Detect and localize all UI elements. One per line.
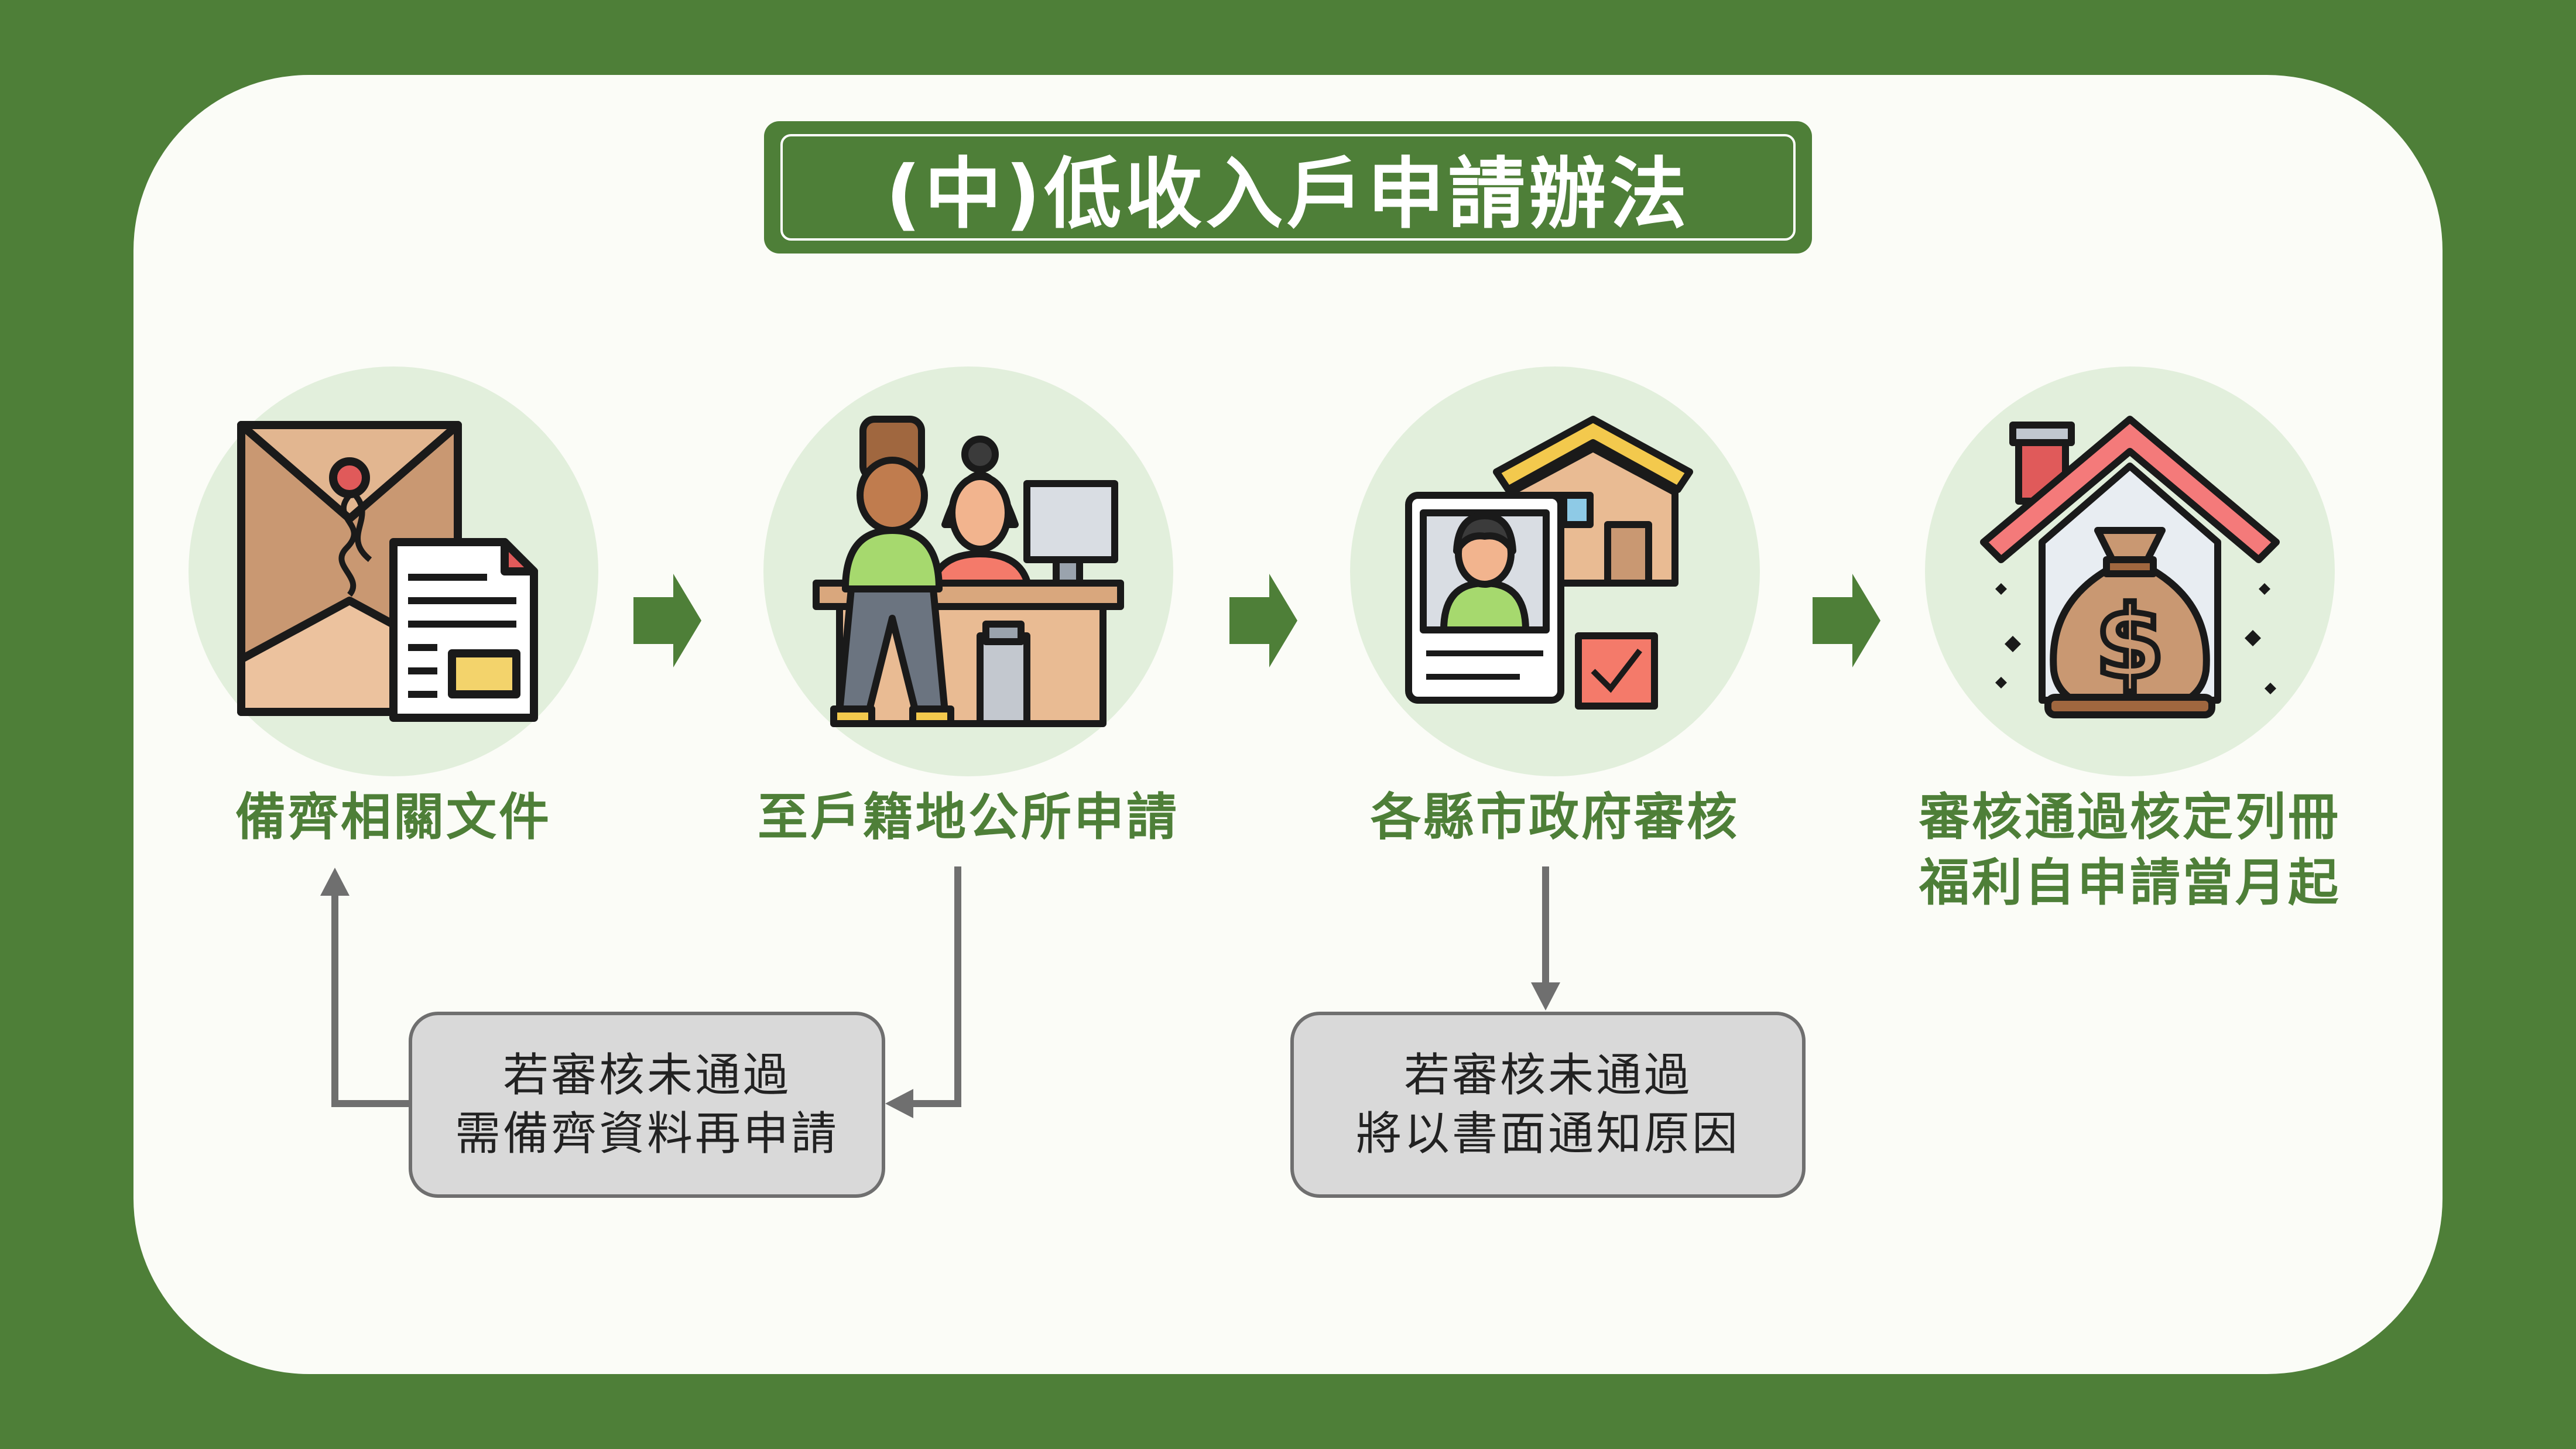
note-box-resubmit: 若審核未通過 需備齊資料再申請	[409, 1012, 885, 1198]
house-money-bag-icon: $	[1980, 416, 2280, 718]
step-3-label-line-1: 各縣市政府審核	[1371, 788, 1739, 847]
step-2-label-line-1: 至戶籍地公所申請	[758, 788, 1179, 847]
document-envelope-icon	[237, 421, 538, 722]
id-card-house-icon	[1405, 416, 1693, 710]
step-arrow-2-3	[1229, 574, 1297, 667]
connector-step2-to-note1	[907, 866, 961, 1107]
step-1-label-line-1: 備齊相關文件	[235, 788, 551, 847]
note-box-written-notice: 若審核未通過 將以書面通知原因	[1290, 1012, 1806, 1198]
step-arrow-3-4	[1813, 574, 1880, 667]
svg-text:$: $	[2095, 585, 2164, 701]
title-banner: (中)低收入戶申請辦法	[764, 121, 1812, 254]
step-1-label: 備齊相關文件	[101, 785, 686, 850]
connector-note1-to-step1	[331, 890, 409, 1107]
note-2-line-1: 若審核未通過	[1403, 1049, 1692, 1102]
arrowhead-into-note1	[885, 1089, 913, 1118]
office-counter-icon	[813, 416, 1124, 727]
page-title: (中)低收入戶申請辦法	[885, 149, 1691, 239]
step-arrow-1-2	[633, 574, 701, 667]
note-1-line-2: 需備齊資料再申請	[454, 1108, 839, 1160]
title-frame: (中)低收入戶申請辦法	[780, 134, 1796, 241]
step-4-label-line-2: 福利自申請當月起	[1919, 854, 2341, 912]
arrowhead-into-step1	[320, 868, 350, 896]
step-3-label: 各縣市政府審核	[1262, 785, 1848, 850]
note-2-line-2: 將以書面通知原因	[1355, 1108, 1740, 1160]
note-1-line-1: 若審核未通過	[502, 1049, 791, 1102]
step-4-label-line-1: 審核通過核定列冊	[1919, 788, 2341, 847]
step-4-label: 審核通過核定列冊 福利自申請當月起	[1837, 785, 2423, 916]
arrowhead-into-note2	[1531, 982, 1560, 1010]
step-2-label: 至戶籍地公所申請	[676, 785, 1261, 850]
